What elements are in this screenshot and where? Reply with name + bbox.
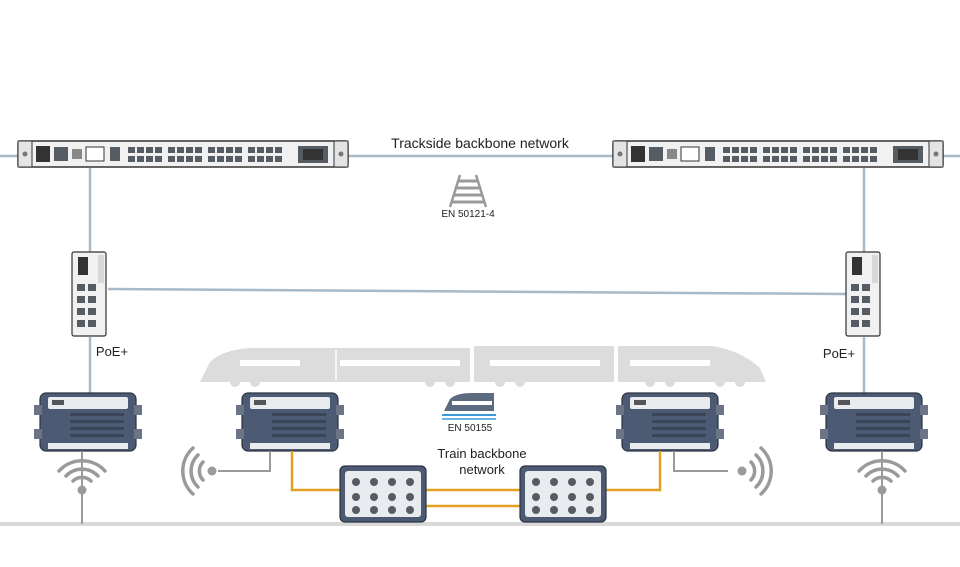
din-switch-right: [845, 251, 881, 337]
train-backbone-label-line2: network: [459, 462, 505, 477]
rack-switch-left: [17, 140, 349, 168]
poe-left-label: PoE+: [96, 344, 128, 359]
train-backbone-links: [290, 451, 662, 508]
ground-line: [0, 522, 960, 526]
train-switch-left: [339, 465, 427, 523]
access-point-trackside-right: [819, 392, 929, 452]
train-badge-icon: [442, 393, 496, 420]
train-switch-right: [519, 465, 607, 523]
trackside-links: [0, 154, 960, 394]
access-point-train-right: [615, 392, 725, 452]
en-50121-label: EN 50121-4: [441, 209, 495, 220]
wifi-signal-icon: [735, 446, 773, 496]
en-50155-label: EN 50155: [448, 423, 493, 434]
din-switch-left: [71, 251, 107, 337]
trackside-backbone-label: Trackside backbone network: [391, 135, 570, 151]
rail-track-icon: [448, 174, 488, 208]
train-icon: [200, 346, 766, 387]
wifi-signal-icon: [181, 446, 219, 496]
rack-switch-right: [612, 140, 944, 168]
poe-right-label: PoE+: [823, 346, 855, 361]
access-point-trackside-left: [33, 392, 143, 452]
train-backbone-label-line1: Train backbone: [437, 446, 526, 461]
access-point-train-left: [235, 392, 345, 452]
